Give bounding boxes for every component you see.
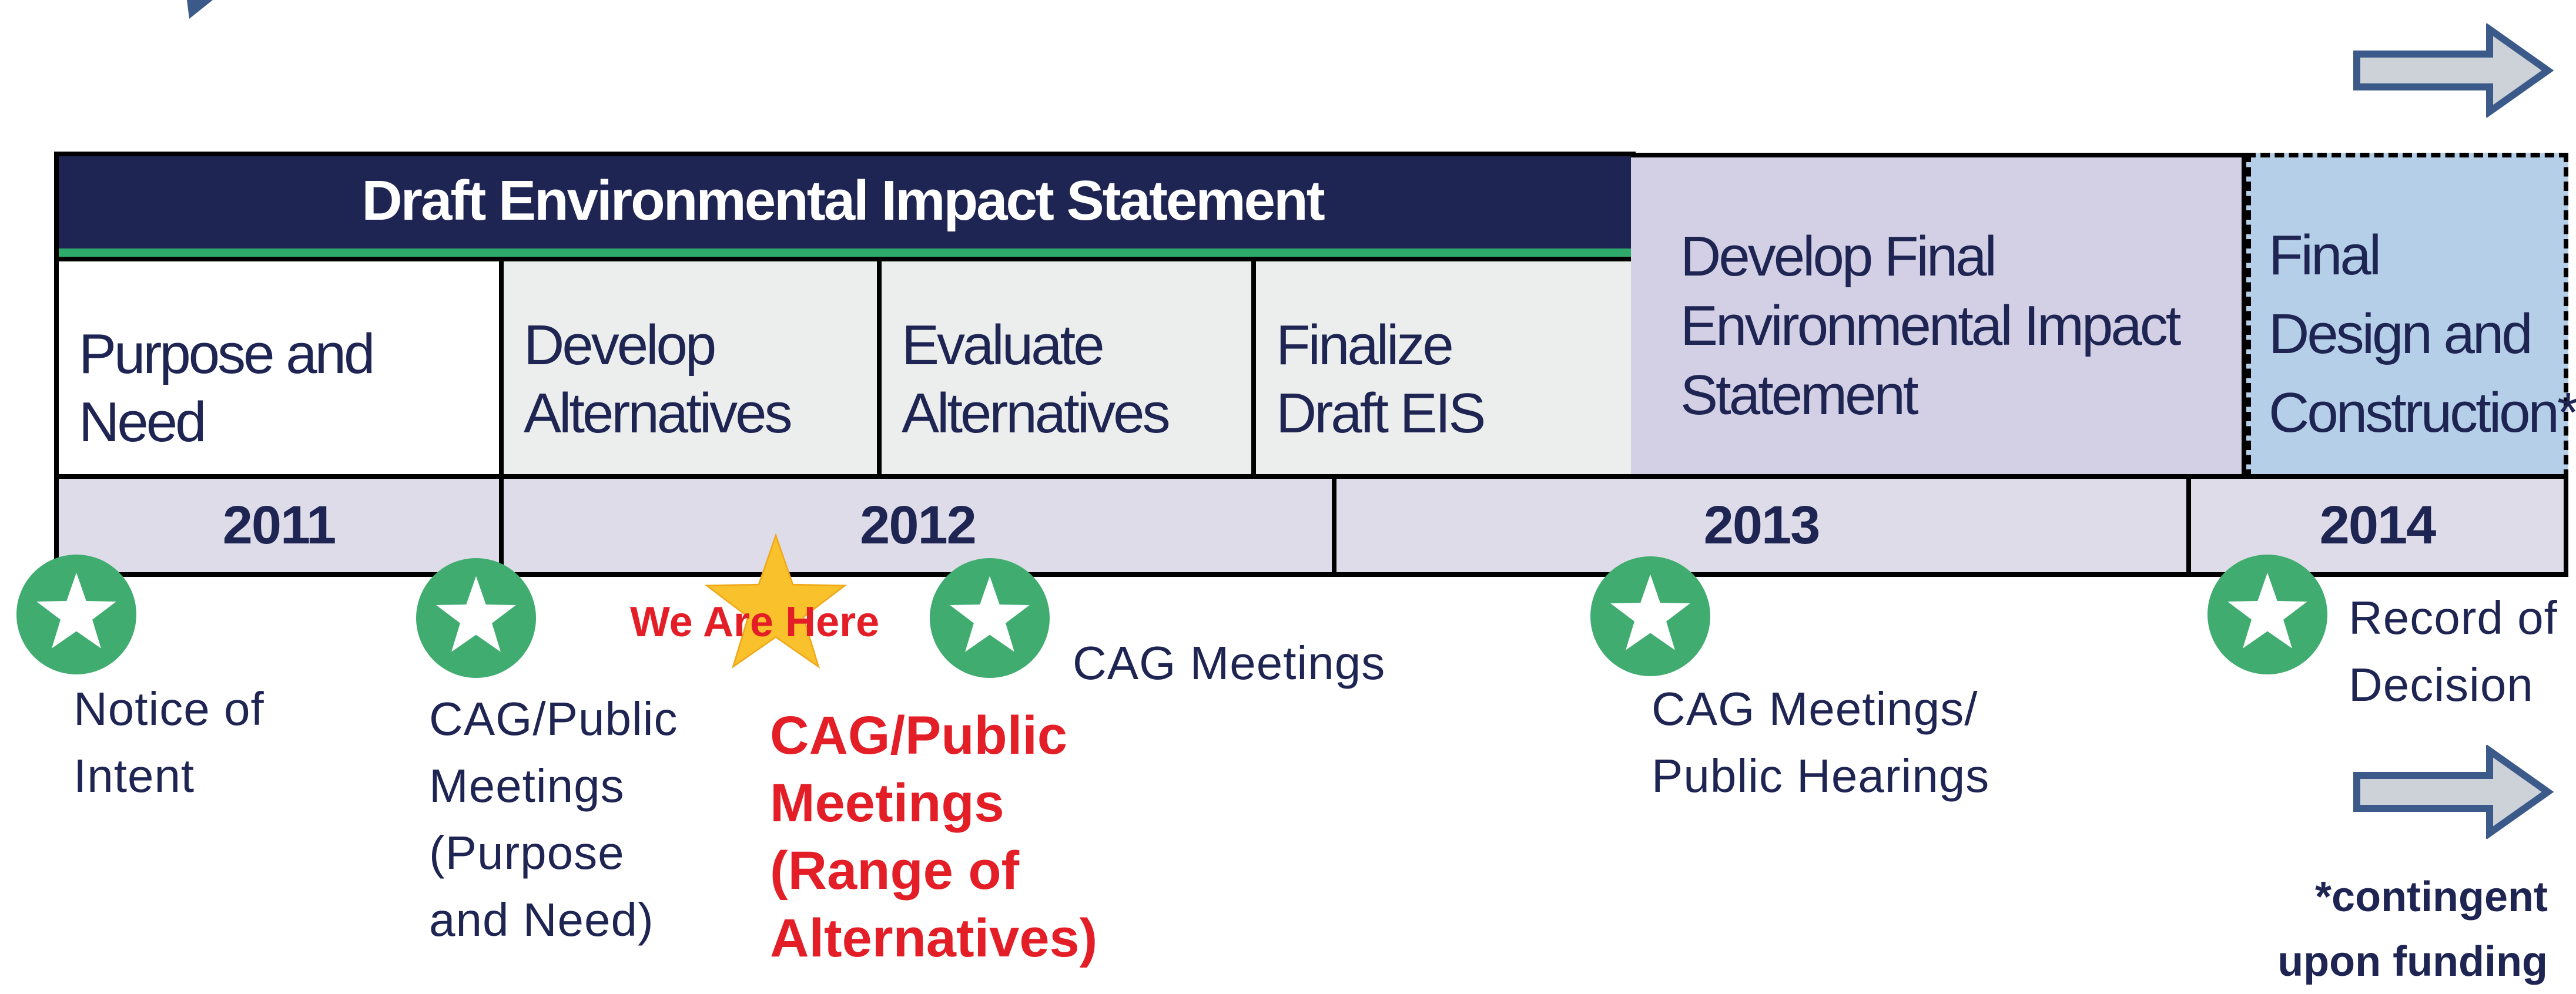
milestone-record-of-decision: Record of Decision bbox=[2349, 585, 2558, 718]
year-2013: 2013 bbox=[1332, 474, 2191, 577]
phase-label: Finalize bbox=[1276, 314, 1454, 377]
milestone-label: Notice of bbox=[73, 683, 264, 735]
arrow-right-icon bbox=[2353, 23, 2554, 117]
phase-label: Statement bbox=[1680, 364, 1919, 427]
phase-label: Alternatives bbox=[902, 382, 1171, 445]
phase-label: Develop bbox=[524, 314, 716, 377]
phase-label: Design and bbox=[2269, 303, 2533, 365]
milestone-cag-range-of-alternatives: CAG/Public Meetings (Range of Alternativ… bbox=[770, 702, 1097, 972]
footnote-line: *contingent bbox=[2315, 874, 2548, 921]
milestone-label: Meetings bbox=[429, 760, 625, 812]
phase-label: Draft EIS bbox=[1276, 382, 1486, 445]
phase-label: Alternatives bbox=[524, 382, 793, 445]
milestone-label: CAG/Public bbox=[770, 706, 1068, 765]
milestone-label: and Need) bbox=[429, 894, 654, 946]
milestone-label: Decision bbox=[2349, 659, 2534, 711]
milestone-star-icon bbox=[416, 558, 536, 678]
phase-label: Final bbox=[2269, 224, 2381, 287]
milestone-star-icon bbox=[2207, 555, 2327, 674]
phase-label: Environmental Impact bbox=[1680, 294, 2181, 357]
phase-final-design-construction: Final Design and Construction* bbox=[2246, 153, 2576, 479]
milestone-cag-purpose-need: CAG/Public Meetings (Purpose and Need) bbox=[429, 686, 678, 953]
milestone-label: (Range of bbox=[770, 841, 1020, 901]
table-border bbox=[54, 152, 1636, 156]
phase-evaluate-alternatives: Evaluate Alternatives bbox=[877, 257, 1256, 479]
milestone-label: (Purpose bbox=[429, 827, 625, 879]
phase-label: Develop Final bbox=[1680, 225, 1997, 288]
phase-label: Evaluate bbox=[902, 314, 1105, 377]
phase-purpose-and-need: Purpose and Need bbox=[54, 257, 504, 479]
phase-develop-final-eis: Develop Final Environmental Impact State… bbox=[1631, 153, 2246, 479]
footnote: *contingent upon funding bbox=[2277, 865, 2548, 994]
milestone-label: Meetings bbox=[770, 773, 1004, 833]
footnote-line: upon funding bbox=[2277, 938, 2548, 985]
milestone-cag-meetings: CAG Meetings bbox=[1073, 630, 1385, 697]
year-2012: 2012 bbox=[499, 474, 1336, 577]
year-2011: 2011 bbox=[54, 474, 504, 577]
milestone-label: Public Hearings bbox=[1652, 750, 1990, 802]
milestone-label: Intent bbox=[73, 750, 195, 802]
milestone-star-icon bbox=[16, 555, 136, 674]
we-are-here-label: We Are Here bbox=[630, 599, 880, 646]
milestone-notice-of-intent: Notice of Intent bbox=[73, 676, 264, 810]
milestone-star-icon bbox=[1590, 556, 1710, 676]
milestone-label: Alternatives) bbox=[770, 908, 1098, 968]
phase-label: Purpose and Need bbox=[79, 323, 375, 454]
arrow-fragment-icon bbox=[187, 0, 213, 19]
milestone-label: CAG/Public bbox=[429, 693, 678, 745]
phase-label: Construction* bbox=[2269, 381, 2576, 444]
milestone-star-icon bbox=[930, 558, 1050, 678]
milestone-label: Record of bbox=[2349, 592, 2558, 644]
milestone-label: CAG Meetings/ bbox=[1652, 683, 1978, 735]
we-are-here-star-icon bbox=[704, 533, 847, 669]
table-border bbox=[54, 152, 59, 257]
phase-finalize-draft-eis: Finalize Draft EIS bbox=[1251, 257, 1636, 479]
milestone-label: CAG Meetings bbox=[1073, 637, 1386, 689]
draft-eis-header: Draft Environmental Impact Statement bbox=[54, 153, 1631, 257]
arrow-right-icon bbox=[2353, 745, 2554, 839]
milestone-public-hearings: CAG Meetings/ Public Hearings bbox=[1652, 676, 1989, 810]
phase-develop-alternatives: Develop Alternatives bbox=[499, 257, 882, 479]
